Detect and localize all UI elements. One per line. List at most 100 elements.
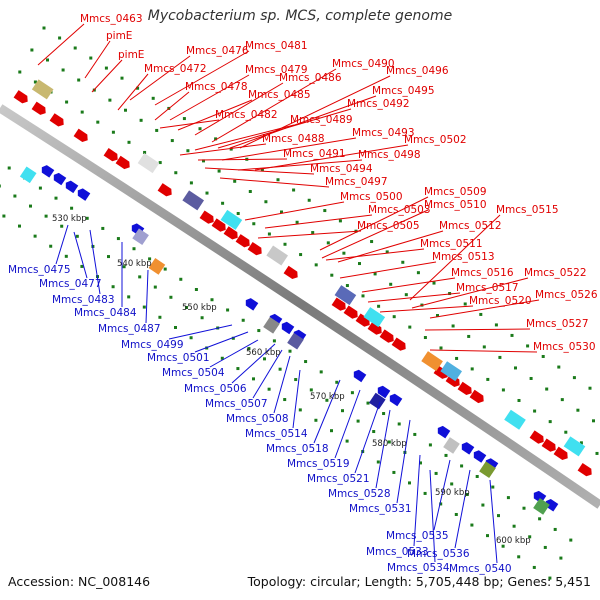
reverse-gene-arrow[interactable] xyxy=(389,393,403,407)
gene-block[interactable] xyxy=(266,245,289,266)
gene-label-forward[interactable]: Mmcs_0515 xyxy=(496,204,559,216)
reverse-gene-arrow[interactable] xyxy=(245,298,259,311)
forward-gene-arrow[interactable] xyxy=(367,321,382,335)
gene-block[interactable] xyxy=(19,166,37,184)
gene-block[interactable] xyxy=(137,153,160,174)
forward-gene-arrow[interactable] xyxy=(73,128,88,142)
gene-label-reverse[interactable]: Mmcs_0477 xyxy=(39,278,102,290)
gene-label-reverse[interactable]: Mmcs_0483 xyxy=(52,294,115,306)
gene-label-reverse[interactable]: Mmcs_0487 xyxy=(98,323,161,335)
gene-block[interactable] xyxy=(182,190,205,211)
gene-block[interactable] xyxy=(440,361,463,382)
gene-label-forward[interactable]: Mmcs_0496 xyxy=(386,65,449,77)
gene-label-reverse[interactable]: Mmcs_0508 xyxy=(226,413,289,425)
gene-label-forward[interactable]: pimE xyxy=(106,30,132,42)
gene-label-forward[interactable]: Mmcs_0463 xyxy=(80,13,143,25)
reverse-gene-arrow[interactable] xyxy=(281,321,295,335)
gene-label-forward[interactable]: Mmcs_0530 xyxy=(533,341,596,353)
gene-label-reverse[interactable]: Mmcs_0535 xyxy=(386,530,449,542)
gene-label-forward[interactable]: Mmcs_0522 xyxy=(524,267,587,279)
gene-block[interactable] xyxy=(421,351,443,372)
gene-label-forward[interactable]: Mmcs_0485 xyxy=(248,89,311,101)
reverse-gene-arrow[interactable] xyxy=(53,172,67,186)
gene-block[interactable] xyxy=(479,461,496,479)
gene-block[interactable] xyxy=(533,498,550,515)
forward-gene-arrow[interactable] xyxy=(379,329,394,343)
gene-label-forward[interactable]: Mmcs_0512 xyxy=(439,220,502,232)
gene-label-forward[interactable]: Mmcs_0478 xyxy=(185,81,248,93)
gene-label-forward[interactable]: Mmcs_0472 xyxy=(144,63,207,75)
reverse-gene-arrow[interactable] xyxy=(77,188,91,201)
gene-label-forward[interactable]: Mmcs_0489 xyxy=(290,114,353,126)
gene-label-reverse[interactable]: Mmcs_0484 xyxy=(74,307,137,319)
forward-gene-arrow[interactable] xyxy=(343,305,358,319)
gene-label-reverse[interactable]: Mmcs_0531 xyxy=(349,503,412,515)
forward-gene-arrow[interactable] xyxy=(157,183,172,197)
gene-label-forward[interactable]: Mmcs_0492 xyxy=(347,98,410,110)
forward-gene-arrow[interactable] xyxy=(115,155,130,170)
forward-gene-arrow[interactable] xyxy=(247,242,262,256)
forward-gene-arrow[interactable] xyxy=(391,337,406,351)
forward-gene-arrow[interactable] xyxy=(223,226,238,240)
gene-label-forward[interactable]: Mmcs_0520 xyxy=(469,295,532,307)
gene-label-reverse[interactable]: Mmcs_0507 xyxy=(205,398,268,410)
gene-label-reverse[interactable]: Mmcs_0518 xyxy=(266,443,329,455)
gene-block[interactable] xyxy=(363,307,386,328)
gene-label-forward[interactable]: Mmcs_0517 xyxy=(456,282,519,294)
reverse-gene-arrow[interactable] xyxy=(65,180,79,194)
gene-label-forward[interactable]: Mmcs_0497 xyxy=(325,176,388,188)
gene-label-forward[interactable]: Mmcs_0494 xyxy=(310,163,373,175)
gene-label-forward[interactable]: Mmcs_0511 xyxy=(420,238,483,250)
gene-label-forward[interactable]: Mmcs_0479 xyxy=(245,64,308,76)
gene-label-forward[interactable]: Mmcs_0486 xyxy=(279,72,342,84)
gene-label-forward[interactable]: Mmcs_0516 xyxy=(451,267,514,279)
forward-gene-arrow[interactable] xyxy=(469,389,484,404)
reverse-gene-arrow[interactable] xyxy=(377,385,391,399)
gene-label-forward[interactable]: Mmcs_0503 xyxy=(368,204,431,216)
gene-label-forward[interactable]: Mmcs_0505 xyxy=(357,220,420,232)
gene-label-reverse[interactable]: Mmcs_0540 xyxy=(449,563,512,575)
gene-block[interactable] xyxy=(334,285,357,306)
gene-label-reverse[interactable]: Mmcs_0521 xyxy=(307,473,370,485)
gene-label-reverse[interactable]: Mmcs_0536 xyxy=(407,548,470,560)
forward-gene-arrow[interactable] xyxy=(103,148,118,162)
gene-label-reverse[interactable]: Mmcs_0504 xyxy=(162,367,225,379)
forward-gene-arrow[interactable] xyxy=(331,297,346,311)
gene-block[interactable] xyxy=(220,209,243,230)
gene-label-reverse[interactable]: Mmcs_0519 xyxy=(287,458,350,470)
gene-label-reverse[interactable]: Mmcs_0514 xyxy=(245,428,308,440)
gene-block[interactable] xyxy=(148,258,166,275)
gene-label-forward[interactable]: Mmcs_0490 xyxy=(332,58,395,70)
gene-label-forward[interactable]: Mmcs_0488 xyxy=(262,133,325,145)
reverse-gene-arrow[interactable] xyxy=(437,425,451,439)
gene-block[interactable] xyxy=(132,228,149,246)
gene-label-reverse[interactable]: Mmcs_0528 xyxy=(328,488,391,500)
gene-block[interactable] xyxy=(287,332,304,350)
forward-gene-arrow[interactable] xyxy=(211,218,226,232)
gene-label-forward[interactable]: Mmcs_0510 xyxy=(424,199,487,211)
forward-gene-arrow[interactable] xyxy=(553,446,568,460)
gene-label-reverse[interactable]: Mmcs_0499 xyxy=(121,339,184,351)
reverse-gene-arrow[interactable] xyxy=(353,369,367,383)
gene-block[interactable] xyxy=(504,409,526,430)
forward-gene-arrow[interactable] xyxy=(541,438,556,452)
reverse-gene-arrow[interactable] xyxy=(41,165,55,178)
gene-label-forward[interactable]: Mmcs_0498 xyxy=(358,149,421,161)
reverse-gene-arrow[interactable] xyxy=(545,499,559,512)
gene-label-forward[interactable]: Mmcs_0482 xyxy=(215,109,278,121)
gene-label-reverse[interactable]: Mmcs_0533 xyxy=(366,546,429,558)
forward-gene-arrow[interactable] xyxy=(235,234,250,248)
gene-label-forward[interactable]: Mmcs_0493 xyxy=(352,127,415,139)
gene-label-forward[interactable]: Mmcs_0527 xyxy=(526,318,589,330)
forward-gene-arrow[interactable] xyxy=(49,113,64,127)
forward-gene-arrow[interactable] xyxy=(529,430,544,444)
gene-block[interactable] xyxy=(563,436,586,457)
gene-label-forward[interactable]: Mmcs_0495 xyxy=(372,85,435,97)
forward-gene-arrow[interactable] xyxy=(457,381,472,395)
gene-label-forward[interactable]: Mmcs_0481 xyxy=(245,40,308,52)
gene-label-reverse[interactable]: Mmcs_0534 xyxy=(387,562,450,574)
gene-label-forward[interactable]: Mmcs_0513 xyxy=(432,251,495,263)
forward-gene-arrow[interactable] xyxy=(355,313,370,327)
gene-block[interactable] xyxy=(443,437,460,454)
gene-label-reverse[interactable]: Mmcs_0475 xyxy=(8,264,71,276)
